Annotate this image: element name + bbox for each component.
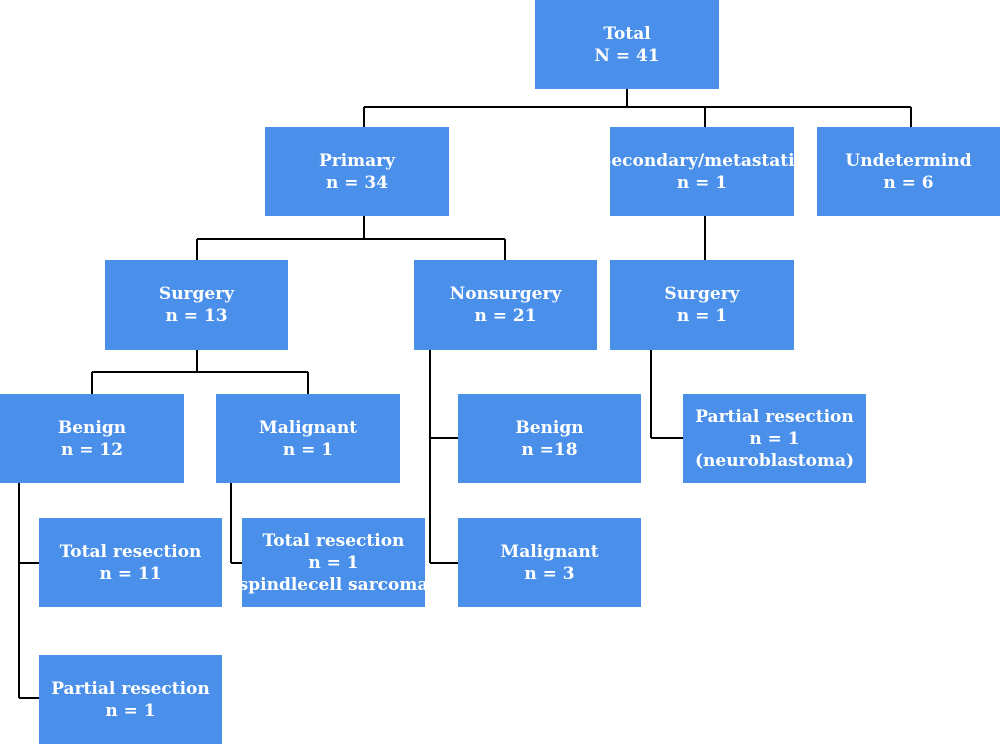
node-surgery-malignant-count: n = 1 [282, 439, 334, 460]
node-secondary-surgery-title: Surgery [664, 284, 740, 304]
node-benign-partial-count: n = 1 [105, 700, 156, 721]
node-benign-partial-resection: Partial resection n = 1 [39, 655, 222, 744]
node-nonsurgery-malignant-title: Malignant [500, 541, 599, 562]
node-benign-total-resection: Total resection n = 11 [39, 518, 222, 607]
node-primary-title: Primary [318, 150, 396, 171]
node-nonsurgery-benign-title: Benign [515, 417, 584, 438]
node-nonsurgery-title: Nonsurgery [449, 284, 562, 304]
node-secondary-title: Secondary/metastatic [610, 150, 794, 171]
node-surgery-malignant-title: Malignant [258, 417, 358, 438]
node-benign-total-count: n = 11 [99, 563, 162, 584]
node-undetermined: Undetermind n = 6 [817, 127, 1000, 216]
node-total-count: N = 41 [594, 45, 660, 66]
node-benign-total-title: Total resection [59, 541, 202, 562]
node-surgery-benign-title: Benign [57, 417, 127, 438]
node-malignant-total-title: Total resection [262, 530, 405, 551]
node-secondary-count: n = 1 [676, 172, 728, 193]
node-primary-surgery-count: n = 13 [165, 306, 228, 326]
node-nonsurgery-malignant-count: n = 3 [524, 563, 575, 584]
node-nonsurgery-benign: Benign n =18 [458, 394, 641, 483]
node-nonsurgery: Nonsurgery n = 21 [414, 260, 597, 350]
node-nonsurgery-benign-count: n =18 [521, 439, 578, 460]
node-malignant-total-count: n = 1 [308, 552, 359, 573]
node-secondary-surgery: Surgery n = 1 [610, 260, 794, 350]
node-secondary-partial-count: n = 1 [749, 428, 800, 449]
node-undetermined-count: n = 6 [883, 172, 934, 193]
node-total: Total N = 41 [535, 0, 719, 89]
node-surgery-malignant: Malignant n = 1 [216, 394, 400, 483]
node-undetermined-title: Undetermind [845, 150, 972, 171]
node-total-title: Total [603, 23, 651, 44]
node-primary-surgery: Surgery n = 13 [105, 260, 288, 350]
node-secondary-partial-title: Partial resection [695, 406, 854, 427]
node-secondary-partial-note: (neuroblastoma) [694, 450, 855, 471]
node-primary-surgery-title: Surgery [158, 284, 235, 304]
node-surgery-benign-count: n = 12 [60, 439, 124, 460]
node-surgery-benign: Benign n = 12 [0, 394, 184, 483]
node-benign-partial-title: Partial resection [51, 678, 210, 699]
node-nonsurgery-malignant: Malignant n = 3 [458, 518, 641, 607]
node-malignant-total-note: (spindlecell sarcoma) [242, 574, 425, 595]
node-secondary-partial-resection: Partial resection n = 1 (neuroblastoma) [683, 394, 866, 483]
node-nonsurgery-count: n = 21 [474, 306, 537, 326]
node-primary: Primary n = 34 [265, 127, 449, 216]
node-secondary-surgery-count: n = 1 [676, 306, 728, 326]
node-secondary-metastatic: Secondary/metastatic n = 1 [610, 127, 794, 216]
node-primary-count: n = 34 [325, 172, 389, 193]
node-malignant-total-resection: Total resection n = 1 (spindlecell sarco… [242, 518, 425, 607]
